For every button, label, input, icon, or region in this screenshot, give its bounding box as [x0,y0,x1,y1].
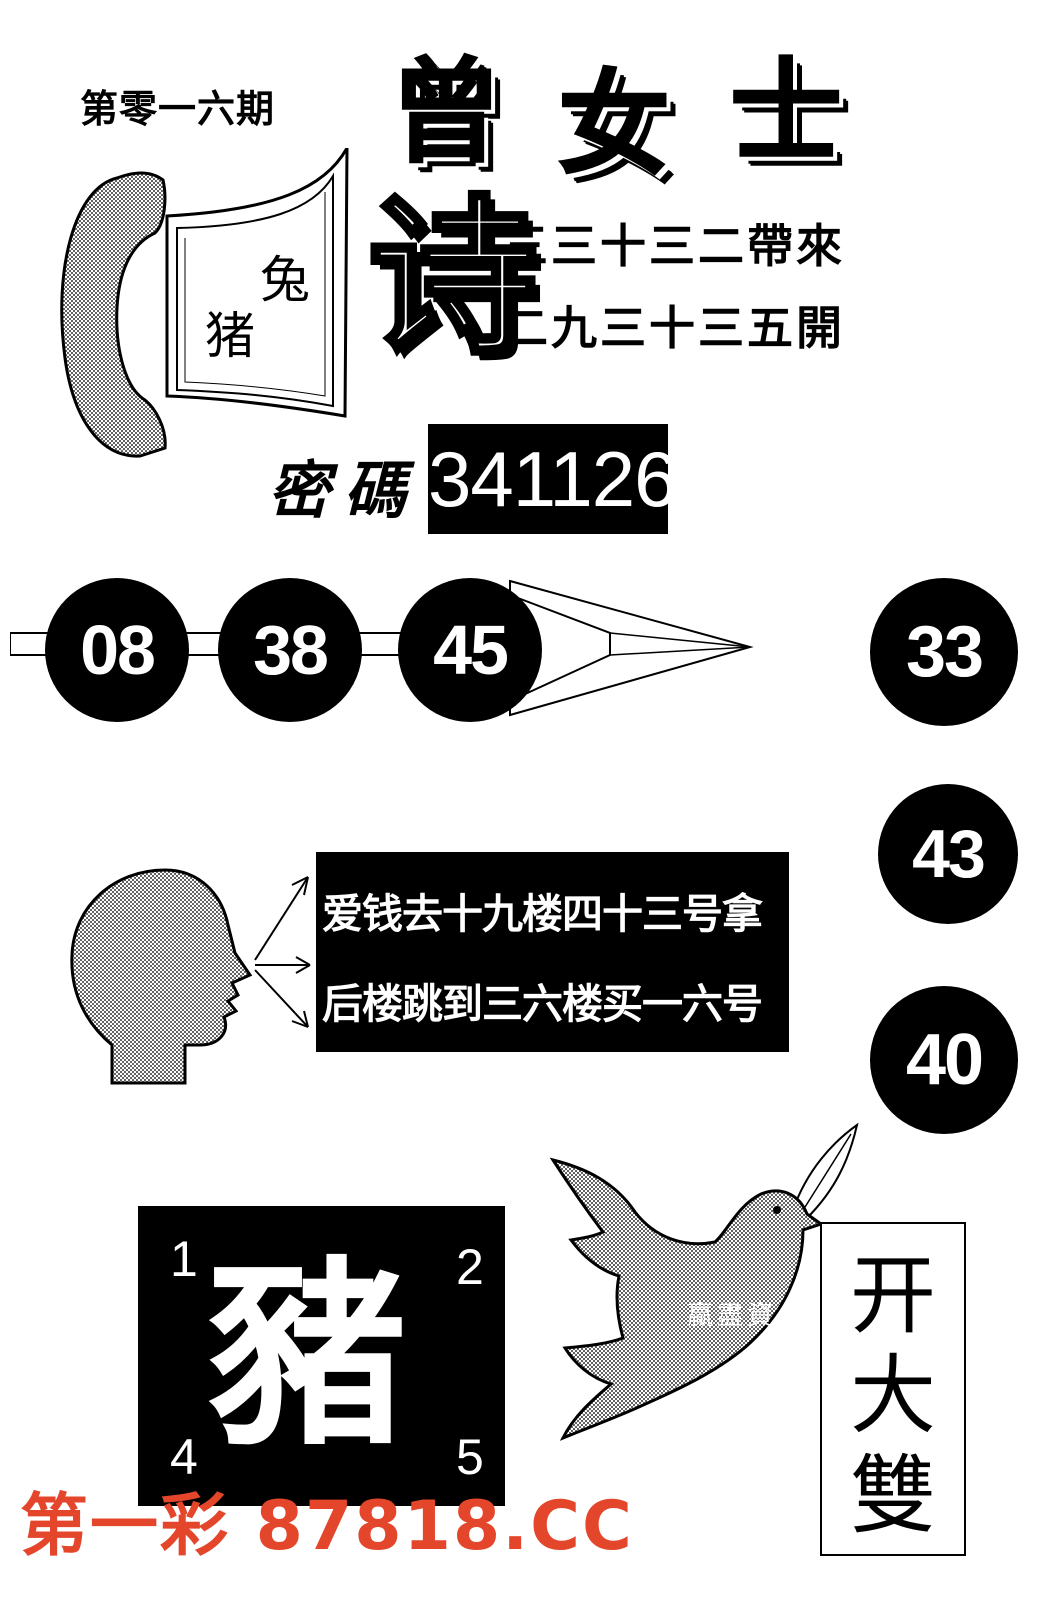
issue-number: 第零一六期 [80,87,276,131]
ball-3-number: 45 [433,611,509,689]
dove-icon [549,1122,859,1441]
ball-4-number: 33 [905,612,984,692]
poem-label: 诗 [366,176,541,381]
password-label: 密碼 [268,454,421,527]
card-zodiac-pig: 猪 [205,307,255,365]
ball-5: 43 [878,784,1018,924]
vertical-char-2: 大 [850,1346,936,1446]
ball-4: 33 [870,578,1018,726]
ball-1: 08 [45,578,189,722]
title-char-1: 曾 [389,46,503,179]
message-line-2: 后楼跳到三六楼买一六号 [322,980,763,1028]
page-title: 曾 女 士 [380,20,900,191]
zodiac-number-4: 4 [170,1429,198,1485]
zodiac-big-char: 豬 [208,1238,409,1473]
person-head-icon [70,868,311,1085]
ball-1-number: 08 [80,611,156,689]
vertical-char-3: 雙 [850,1446,936,1546]
watermark: 第一彩 87818.CC [20,1487,634,1566]
card-zodiac-rabbit: 兔 [260,251,310,309]
zodiac-number-1: 1 [170,1231,198,1287]
ball-3: 45 [398,578,542,722]
dove: 贏盡資 [545,1120,865,1460]
ball-5-number: 43 [912,816,986,892]
message-line-1: 爱钱去十九楼四十三号拿 [322,890,763,938]
dove-caption: 贏盡資 [687,1301,778,1331]
ball-6-number: 40 [905,1020,984,1100]
phone-card: 兔 猪 [55,147,365,468]
password-value: 341126 [428,424,678,534]
zodiac-number-2: 2 [456,1239,484,1295]
message-box: 爱钱去十九楼四十三号拿 后楼跳到三六楼买一六号 [316,852,789,1052]
vertical-text-box: 开 大 雙 [820,1222,966,1556]
vertical-char-1: 开 [850,1246,936,1346]
phone-handset-icon [60,147,349,458]
title-char-2: 女 [557,58,671,191]
ball-6: 40 [870,986,1018,1134]
ball-2: 38 [218,578,362,722]
poem-line-1: 三三十三二帶來 [502,219,845,273]
ball-2-number: 38 [253,611,329,689]
poem-line-2: 二九三十三五開 [502,301,845,355]
title-char-3: 士 [729,46,843,179]
zodiac-number-5: 5 [456,1429,484,1485]
zodiac-box: 1 2 豬 4 5 [138,1206,505,1506]
